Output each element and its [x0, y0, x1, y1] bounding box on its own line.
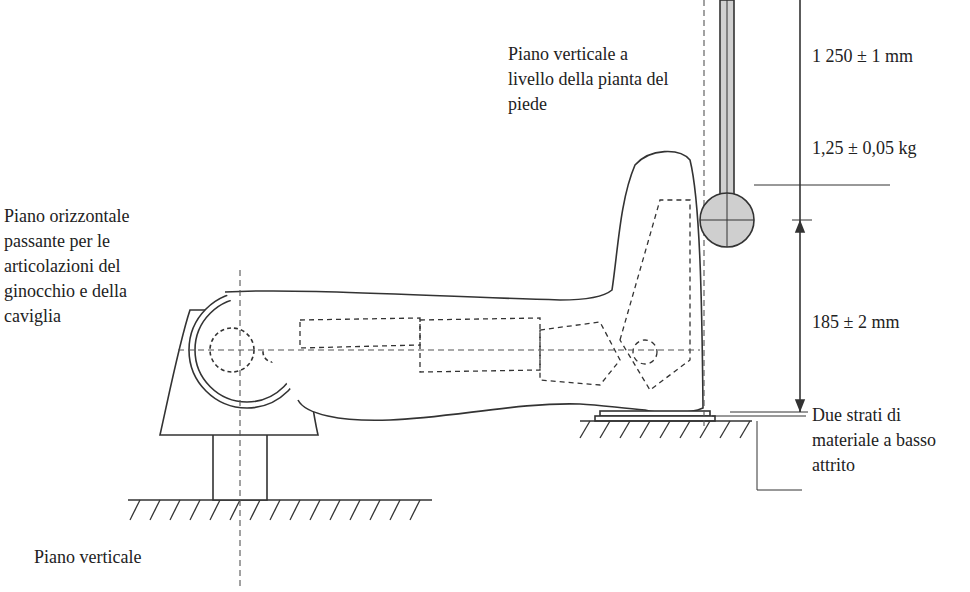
- annotation-label: 185 ± 2 mm: [812, 310, 962, 335]
- annotation-label: Piano verticale a livello della pianta d…: [508, 42, 676, 117]
- annotation-label: Piano orizzontale passante per le artico…: [4, 204, 180, 329]
- annotation-label: Piano verticale: [34, 545, 234, 570]
- annotation-label: 1,25 ± 0,05 kg: [812, 136, 962, 161]
- annotation-label: Due strati di materiale a basso attrito: [812, 403, 964, 478]
- annotation-label: 1 250 ± 1 mm: [812, 44, 962, 69]
